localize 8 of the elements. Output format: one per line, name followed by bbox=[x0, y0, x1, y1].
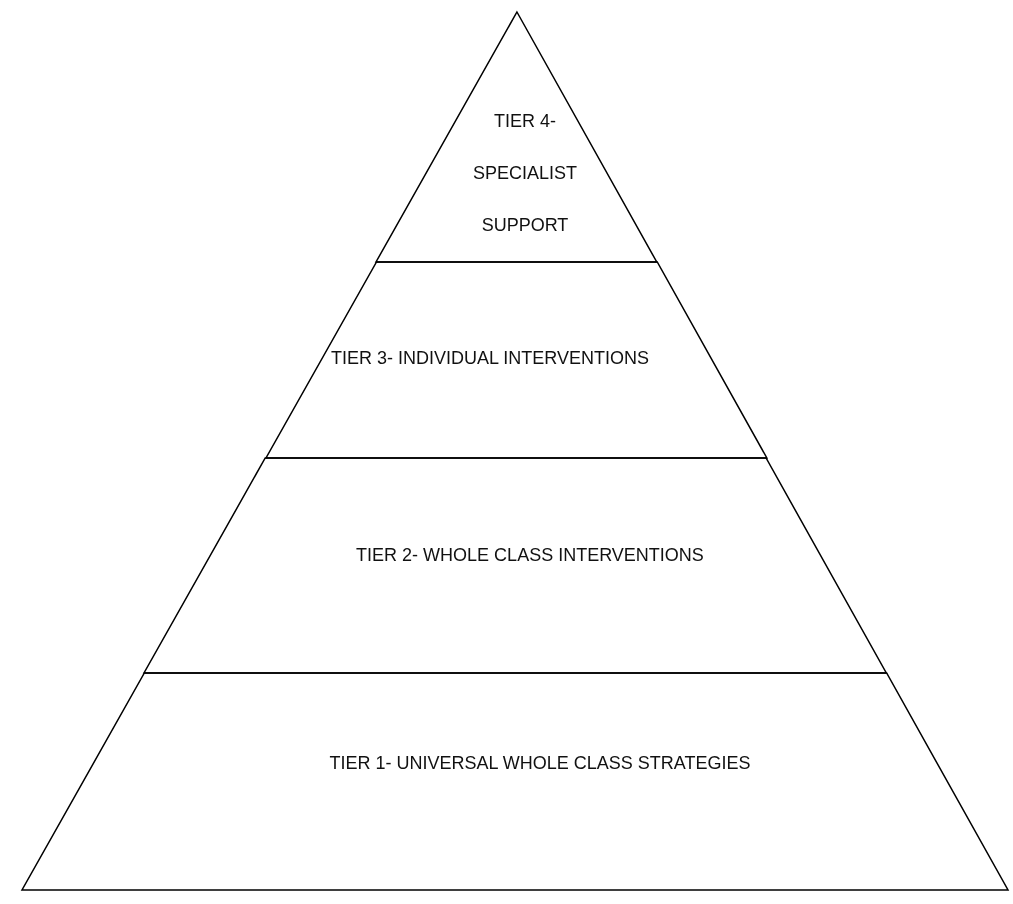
pyramid-tier bbox=[144, 458, 887, 673]
tier-label: TIER 3- INDIVIDUAL INTERVENTIONS bbox=[330, 347, 650, 370]
pyramid-tier bbox=[22, 673, 1008, 890]
pyramid-apex bbox=[376, 12, 657, 262]
pyramid-tier bbox=[265, 262, 767, 458]
tier-label: TIER 4- SPECIALIST SUPPORT bbox=[471, 110, 578, 237]
tier-label: TIER 2- WHOLE CLASS INTERVENTIONS bbox=[355, 544, 705, 567]
tier-label: TIER 1- UNIVERSAL WHOLE CLASS STRATEGIES bbox=[328, 752, 752, 775]
